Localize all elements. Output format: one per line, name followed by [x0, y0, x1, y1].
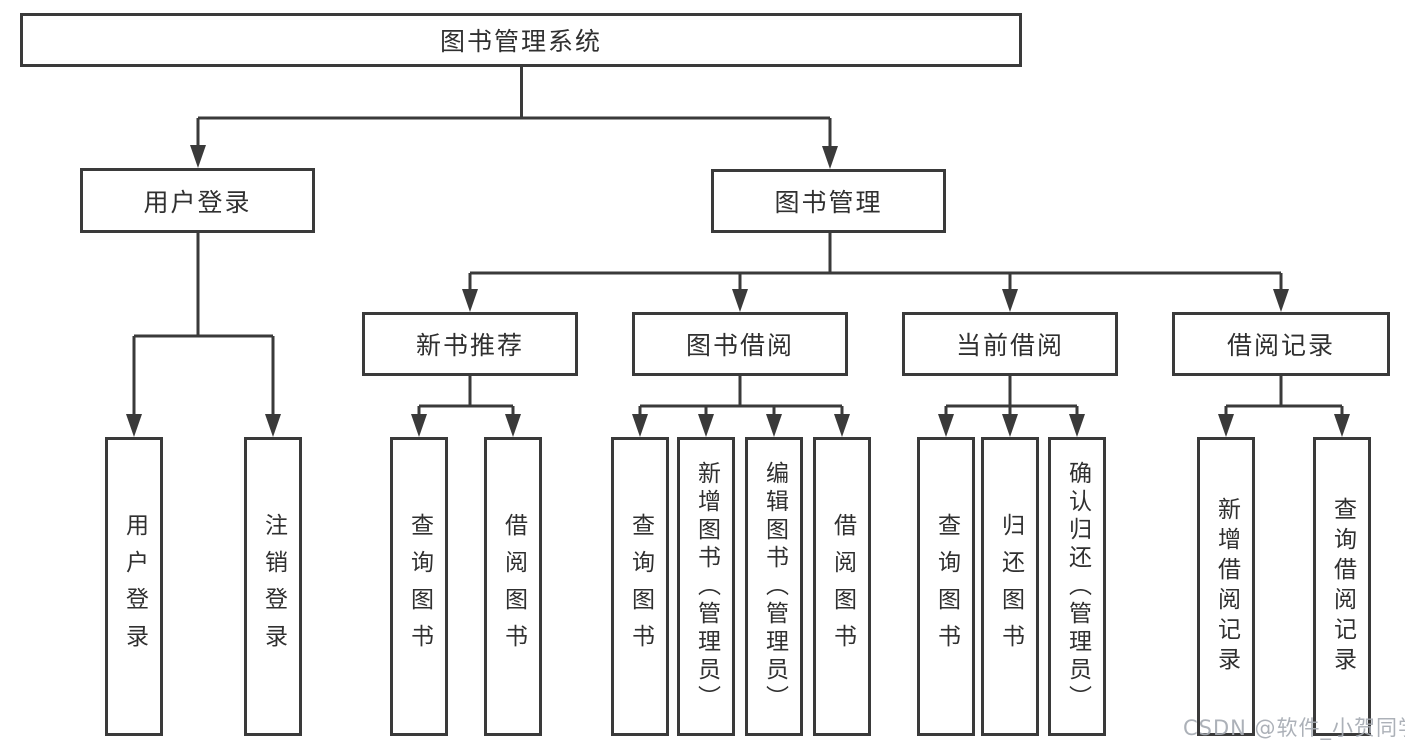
- leaf-query-borrow-record: 查询借阅记录: [1313, 437, 1371, 736]
- leaf-edit-books-admin-label: 编辑图书（管理员）: [761, 460, 788, 713]
- leaf-query-books-1-label: 查询图书: [406, 512, 433, 661]
- csdn-watermark: CSDN @软件_小贺同学: [1183, 716, 1405, 740]
- leaf-logout: 注销登录: [244, 437, 302, 736]
- node-book-borrowing: 图书借阅: [632, 312, 848, 376]
- leaf-confirm-return-admin: 确认归还（管理员）: [1048, 437, 1106, 736]
- connector-paths: [132, 67, 1344, 418]
- node-borrowing-records: 借阅记录: [1172, 312, 1390, 376]
- node-book-borrowing-label: 图书借阅: [685, 331, 794, 360]
- leaf-query-books-2: 查询图书: [611, 437, 669, 736]
- leaf-edit-books-admin: 编辑图书（管理员）: [745, 437, 803, 736]
- leaf-query-books-1: 查询图书: [390, 437, 448, 736]
- leaf-borrow-books-2: 借阅图书: [813, 437, 871, 736]
- node-user-login-label: 用户登录: [143, 187, 252, 217]
- node-book-management: 图书管理: [711, 169, 946, 233]
- node-new-book-recommend: 新书推荐: [362, 312, 578, 376]
- leaf-borrow-books-1-label: 借阅图书: [500, 512, 527, 661]
- leaf-logout-label: 注销登录: [260, 512, 287, 661]
- leaf-add-borrow-record-label: 新增借阅记录: [1213, 496, 1240, 677]
- node-new-book-recommend-label: 新书推荐: [415, 331, 524, 360]
- node-user-login: 用户登录: [80, 168, 315, 233]
- leaf-query-books-2-label: 查询图书: [627, 512, 654, 661]
- node-borrowing-records-label: 借阅记录: [1226, 331, 1335, 360]
- arrowhead-icons: [126, 145, 1350, 437]
- leaf-add-books-admin-label: 新增图书（管理员）: [693, 460, 720, 713]
- node-root-label: 图书管理系统: [439, 27, 602, 56]
- node-current-borrowing-label: 当前借阅: [955, 331, 1064, 360]
- node-book-management-label: 图书管理: [774, 188, 883, 217]
- leaf-return-books-label: 归还图书: [997, 512, 1024, 661]
- leaf-return-books: 归还图书: [981, 437, 1039, 736]
- leaf-add-borrow-record: 新增借阅记录: [1197, 437, 1255, 736]
- leaf-query-borrow-record-label: 查询借阅记录: [1329, 496, 1356, 677]
- leaf-user-login-label: 用户登录: [121, 512, 148, 661]
- leaf-query-books-3-label: 查询图书: [933, 512, 960, 661]
- leaf-confirm-return-admin-label: 确认归还（管理员）: [1064, 460, 1091, 713]
- node-current-borrowing: 当前借阅: [902, 312, 1118, 376]
- leaf-borrow-books-1: 借阅图书: [484, 437, 542, 736]
- leaf-borrow-books-2-label: 借阅图书: [829, 512, 856, 661]
- leaf-query-books-3: 查询图书: [917, 437, 975, 736]
- leaf-add-books-admin: 新增图书（管理员）: [677, 437, 735, 736]
- node-root: 图书管理系统: [20, 13, 1022, 67]
- leaf-user-login: 用户登录: [105, 437, 163, 736]
